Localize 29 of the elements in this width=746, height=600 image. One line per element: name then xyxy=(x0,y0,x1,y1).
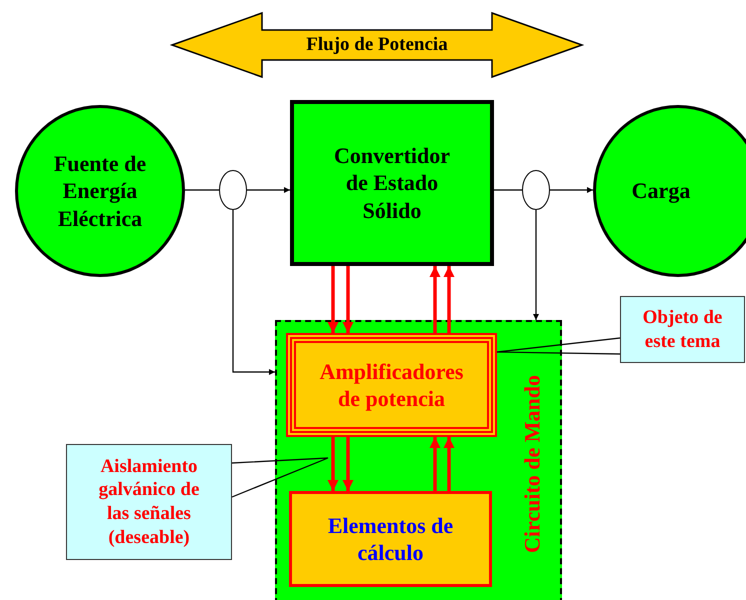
arrow xyxy=(429,437,441,491)
arrow xyxy=(443,437,455,491)
callout-text: Objeto de este tema xyxy=(642,306,724,354)
node-label: Elementos de cálculo xyxy=(326,512,454,566)
arrow xyxy=(342,437,354,491)
arrow xyxy=(232,210,275,375)
node-label: Carga xyxy=(632,177,690,205)
computing-box xyxy=(289,491,492,587)
arrow xyxy=(342,266,354,333)
callout-box xyxy=(66,444,232,560)
arrow xyxy=(247,187,290,193)
arrow xyxy=(429,266,441,333)
amplifier-box xyxy=(286,333,497,437)
node-label: Convertidor de Estado Sólido xyxy=(332,142,452,224)
connector-line xyxy=(494,189,522,191)
arrow xyxy=(327,437,339,491)
arrow xyxy=(533,210,539,320)
node-label: Fuente de Energía Eléctrica xyxy=(52,150,148,232)
node-label: Amplificadores de potencia xyxy=(318,358,464,412)
control-circuit-panel xyxy=(275,320,562,600)
arrow xyxy=(443,266,455,333)
panel-label: Circuito de Mando xyxy=(518,374,546,554)
converter-box xyxy=(290,100,494,266)
arrow xyxy=(550,187,593,193)
connector-line xyxy=(185,189,219,191)
callout-text: Aislamiento galvánico de las señales (deseable) xyxy=(98,454,200,550)
callout-box xyxy=(620,296,745,363)
arrow-label: Flujo de Potencia xyxy=(306,33,448,57)
arrow xyxy=(327,266,339,333)
